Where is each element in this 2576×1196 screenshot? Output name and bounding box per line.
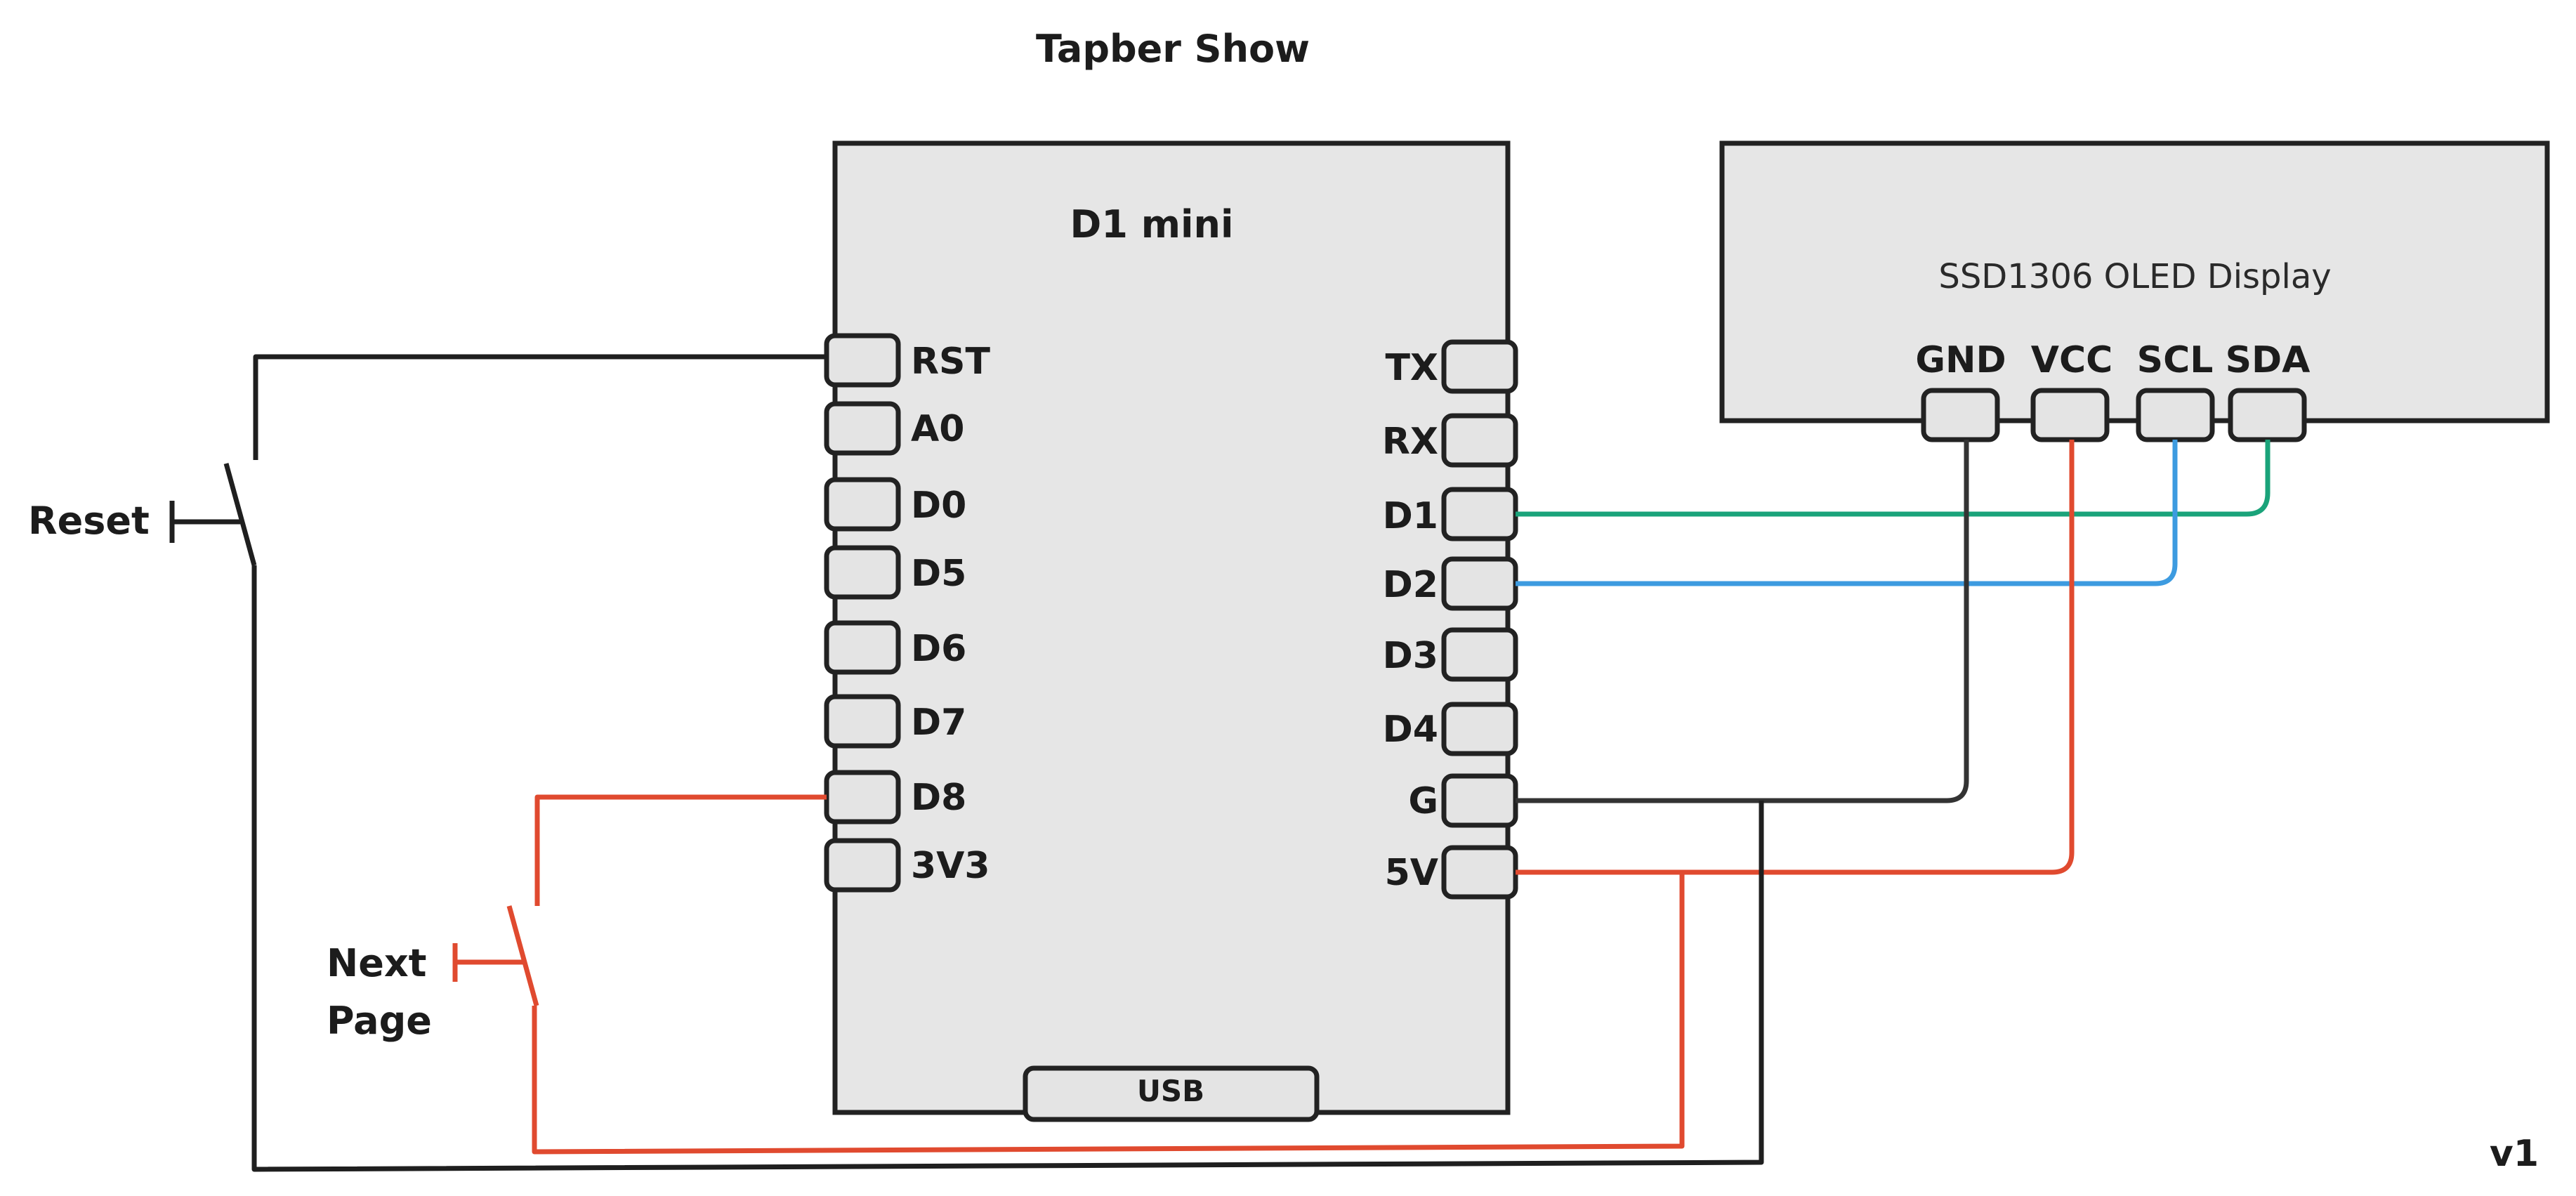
pin-label-d6: D6 — [911, 628, 966, 670]
pin-rst — [824, 333, 901, 388]
pin-label-tx: TX — [1385, 347, 1438, 389]
pin-d4 — [1441, 702, 1518, 756]
pin-d1 — [1441, 487, 1518, 541]
d1-mini-board: D1 mini USB — [832, 140, 1511, 1122]
usb-port — [1023, 1065, 1320, 1122]
next-switch-lever — [506, 905, 539, 1006]
diagram-title: Tapber Show — [1036, 27, 1310, 71]
oled-display: SSD1306 OLED Display GND VCC SCL SDA — [1719, 140, 2550, 442]
usb-label: USB — [1137, 1074, 1204, 1108]
oled-pin-sda — [2228, 388, 2307, 442]
oled-pin-vcc — [2030, 388, 2110, 442]
oled-pin-label-scl: SCL — [2137, 339, 2214, 381]
wire-d2-to-scl — [1516, 440, 2178, 586]
pin-5v — [1441, 845, 1518, 900]
pin-label-d5: D5 — [911, 553, 966, 595]
wire-rst — [253, 354, 827, 460]
pin-d8 — [824, 770, 901, 824]
oled-pin-label-vcc: VCC — [2031, 339, 2113, 381]
pin-label-5v: 5V — [1385, 852, 1438, 894]
pin-d6 — [824, 620, 901, 675]
pin-label-d4: D4 — [1383, 709, 1438, 751]
pin-label-d2: D2 — [1383, 564, 1438, 606]
reset-button: Reset — [28, 354, 1764, 1172]
pin-d7 — [824, 694, 901, 749]
pin-label-g: G — [1408, 780, 1438, 822]
oled-pin-gnd — [1921, 388, 2000, 442]
pin-d5 — [824, 545, 901, 600]
next-page-button: Next Page — [327, 794, 1685, 1155]
oled-pin-label-gnd: GND — [1915, 339, 2006, 381]
pin-d3 — [1441, 627, 1518, 682]
pin-d0 — [824, 477, 901, 532]
next-page-label-line2: Page — [327, 999, 432, 1043]
wire-reset-to-ground — [251, 565, 1764, 1172]
pin-3v3 — [824, 838, 901, 893]
version-label: v1 — [2490, 1133, 2539, 1175]
pin-label-d0: D0 — [911, 485, 966, 527]
pin-d2 — [1441, 556, 1518, 611]
pin-rx — [1441, 413, 1518, 468]
pin-label-d8: D8 — [911, 777, 966, 819]
pin-label-a0: A0 — [911, 408, 964, 450]
wire-5v-to-vcc — [1516, 440, 2075, 875]
wire-d1-to-sda — [1516, 440, 2271, 517]
pin-label-d1: D1 — [1383, 495, 1438, 537]
wire-next-to-5v — [532, 872, 1685, 1155]
oled-pin-scl — [2136, 388, 2215, 442]
pin-a0 — [824, 401, 901, 456]
reset-switch-lever — [223, 463, 257, 566]
d1-mini-body — [832, 140, 1511, 1115]
pin-label-rst: RST — [911, 341, 990, 383]
wire-d8 — [534, 794, 827, 906]
pin-label-d3: D3 — [1383, 635, 1438, 677]
d1-mini-label: D1 mini — [1070, 202, 1234, 247]
board-left-pins: RST A0 D0 D5 D6 D7 D8 3V3 — [824, 333, 990, 893]
pin-label-d7: D7 — [911, 702, 966, 744]
oled-display-body — [1719, 140, 2550, 423]
oled-pin-label-sda: SDA — [2226, 339, 2311, 381]
pin-tx — [1441, 339, 1518, 394]
oled-display-label: SSD1306 OLED Display — [1938, 257, 2331, 296]
pin-label-3v3: 3V3 — [911, 845, 990, 887]
pin-g — [1441, 773, 1518, 828]
next-page-label-line1: Next — [327, 941, 426, 985]
pin-label-rx: RX — [1382, 421, 1438, 463]
reset-label: Reset — [28, 499, 150, 543]
wire-g-to-gnd — [1516, 440, 1969, 803]
board-right-pins: TX RX D1 D2 D3 D4 G 5V — [1382, 339, 1518, 900]
